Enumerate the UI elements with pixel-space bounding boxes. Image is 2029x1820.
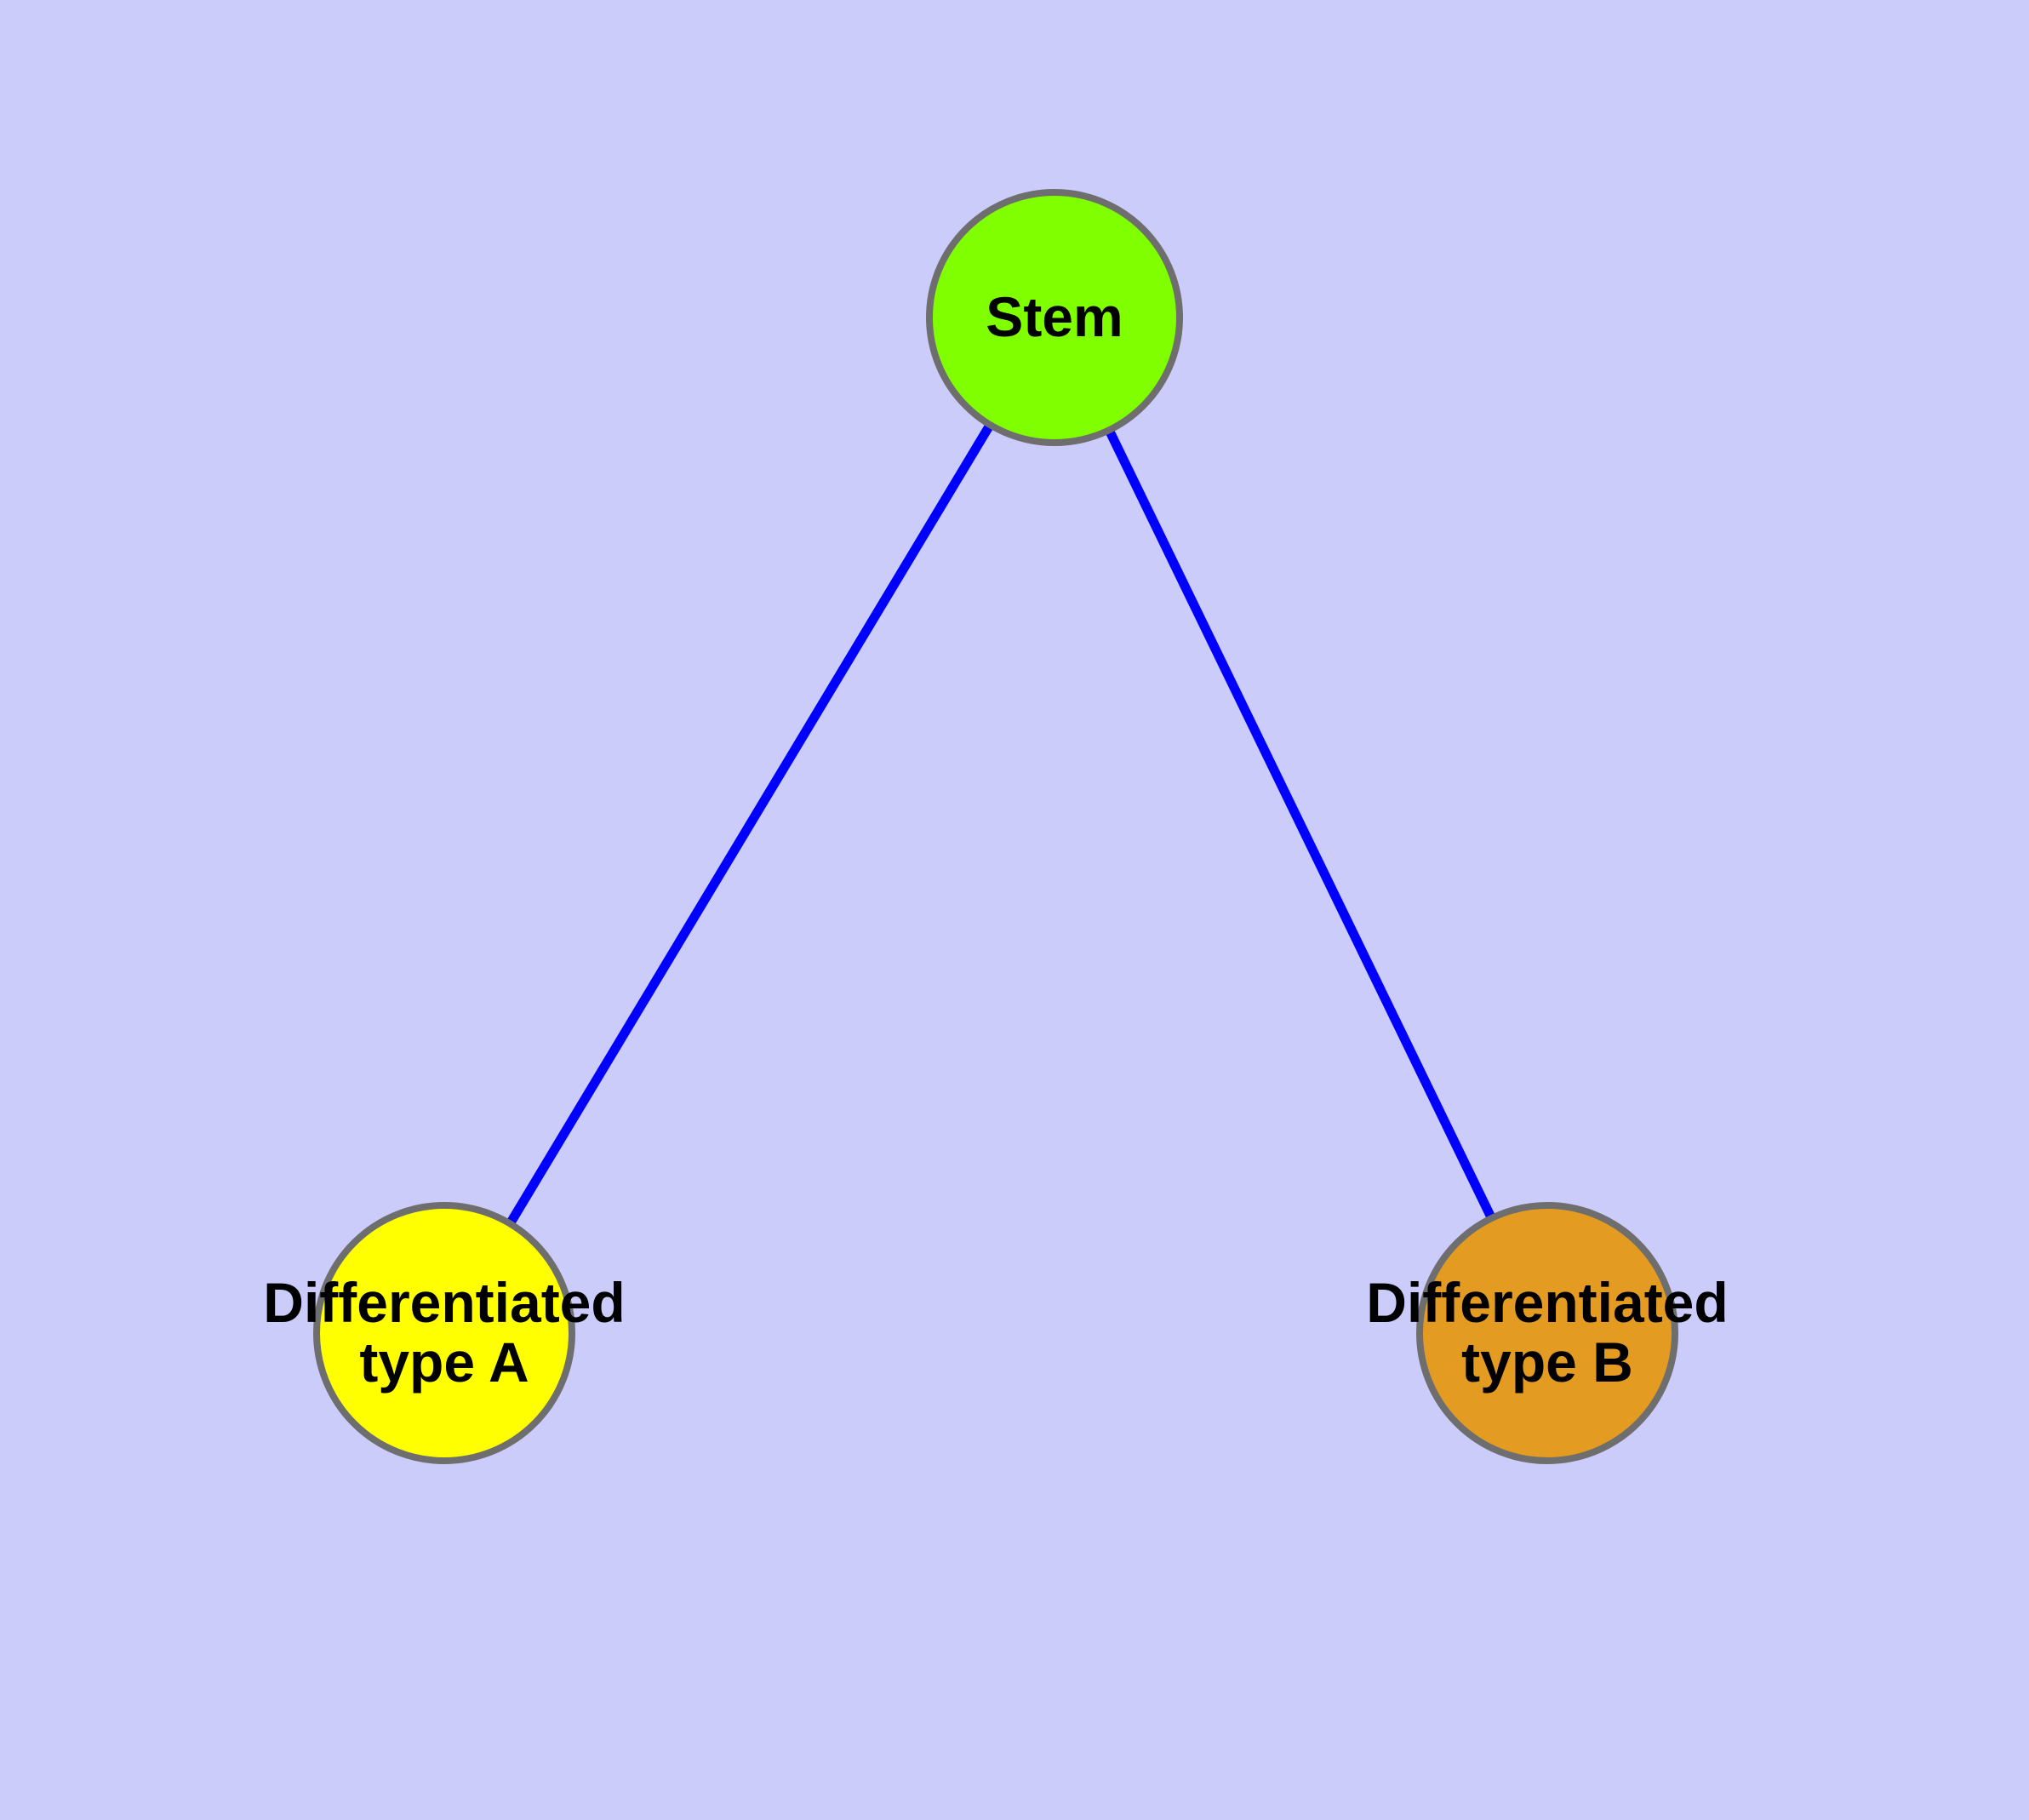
edge-layer — [440, 315, 1552, 1336]
graph-node-stem[interactable] — [926, 189, 1183, 446]
graph-edge-stem-to-b[interactable] — [1050, 315, 1552, 1336]
graph-node-diff-b[interactable] — [1416, 1202, 1678, 1464]
graph-edge-stem-to-a[interactable] — [440, 315, 1059, 1336]
node-layer — [313, 189, 1678, 1464]
graph-node-diff-a[interactable] — [313, 1202, 575, 1464]
